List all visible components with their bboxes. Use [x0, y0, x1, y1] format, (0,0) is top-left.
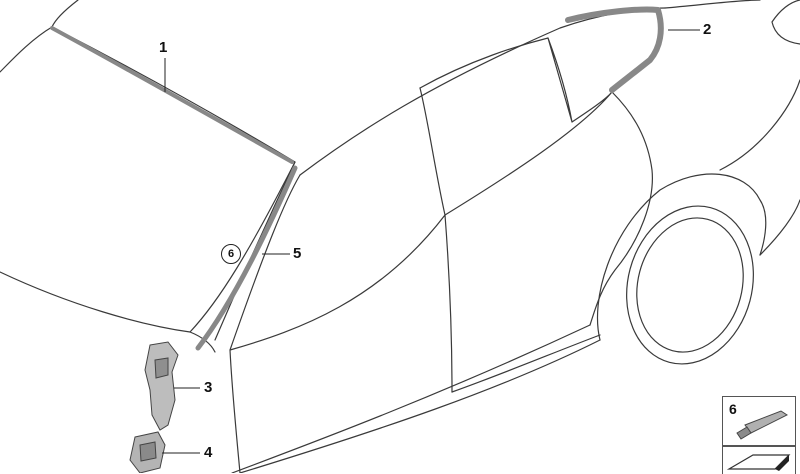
- rocker-line: [231, 324, 601, 473]
- wheel-arch: [596, 173, 767, 341]
- part-6-tool-icon: [736, 410, 788, 440]
- front-door-outline: [229, 87, 453, 473]
- rear-door-outline: [419, 37, 613, 216]
- part-6-inset-label: 6: [729, 401, 737, 417]
- rear-door-b-line: [589, 91, 653, 326]
- windshield-outline: [0, 26, 296, 333]
- callout-4: 4: [204, 444, 213, 461]
- part-5-a-pillar-trim: [195, 165, 298, 351]
- part-1-roof-trim: [50, 26, 294, 164]
- callout-1: 1: [159, 39, 168, 56]
- rear-quarter-line: [664, 0, 800, 256]
- callout-6-circled: 6: [221, 244, 241, 264]
- callout-3: 3: [204, 379, 213, 396]
- part-4-clip: [129, 431, 166, 473]
- inset-arrow-icon: [726, 454, 791, 471]
- rear-window-line: [771, 0, 800, 45]
- lower-body-line: [451, 334, 601, 393]
- inset-arrow-box: [722, 446, 796, 474]
- rear-wheel-inner: [636, 217, 744, 353]
- callout-2: 2: [703, 21, 712, 38]
- windshield-top-edge: [51, 0, 79, 28]
- part-6-inset: 6: [722, 396, 796, 446]
- rear-wheel-outer: [626, 205, 754, 365]
- callout-5: 5: [293, 245, 302, 262]
- part-3-bracket: [144, 341, 179, 431]
- a-pillar-outline: [189, 161, 296, 353]
- part-2-rear-window-trim: [565, 6, 664, 93]
